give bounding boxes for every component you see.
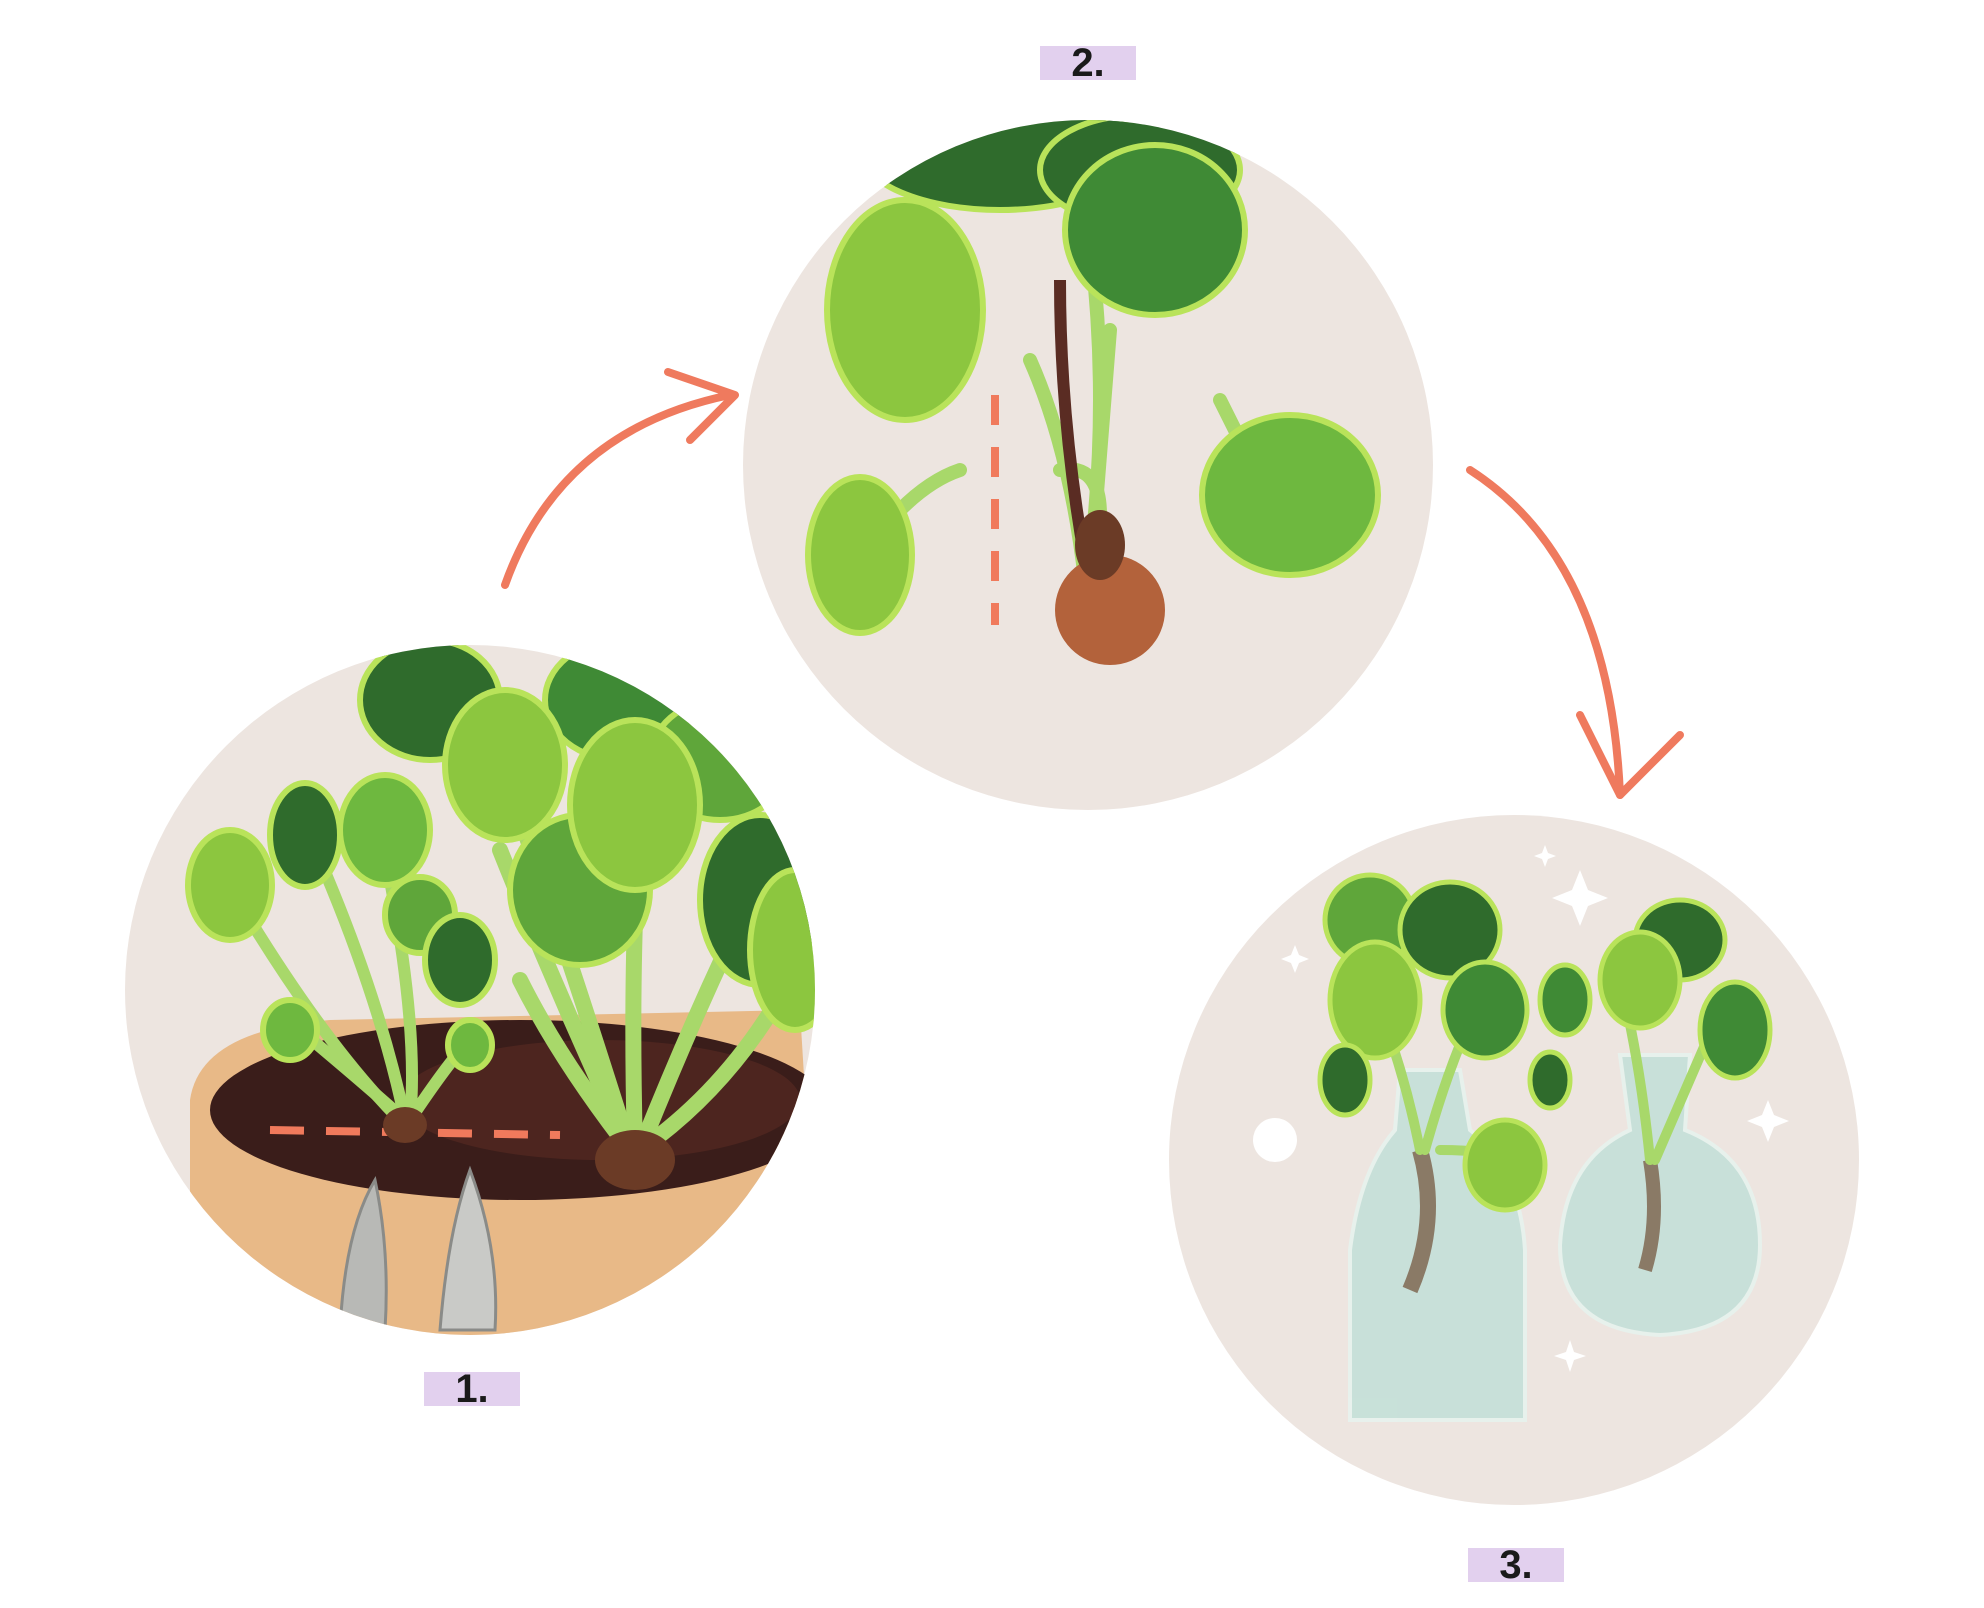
- step-3-illustration: [1169, 815, 1859, 1505]
- step-1-label: 1.: [424, 1369, 520, 1409]
- step-2-leaves: [805, 120, 1381, 636]
- root-bulb-top: [1075, 510, 1125, 580]
- arrow-1-to-2: [501, 368, 739, 589]
- step-1-illustration: [125, 645, 815, 1335]
- scissors-icon: [338, 1165, 498, 1332]
- arrow-2-to-3: [1466, 466, 1684, 799]
- curved-arrow-icon: [1466, 466, 1624, 799]
- curved-arrow-icon: [501, 391, 734, 589]
- arrowhead: [664, 368, 739, 444]
- root-right: [1638, 1158, 1661, 1273]
- sparkle-icon: [1253, 845, 1789, 1372]
- large-plant-base: [595, 1130, 675, 1190]
- step-2-illustration: [743, 120, 1433, 810]
- root-bulb: [1055, 555, 1165, 665]
- step-2-label: 2.: [1040, 43, 1136, 83]
- arrowhead: [1576, 711, 1684, 799]
- step-3-label: 3.: [1468, 1545, 1564, 1585]
- small-plant-base: [383, 1107, 427, 1143]
- root-left: [1402, 1147, 1436, 1294]
- step-3-leaves: [1317, 872, 1773, 1213]
- step-2-dark-stem: [1054, 279, 1091, 562]
